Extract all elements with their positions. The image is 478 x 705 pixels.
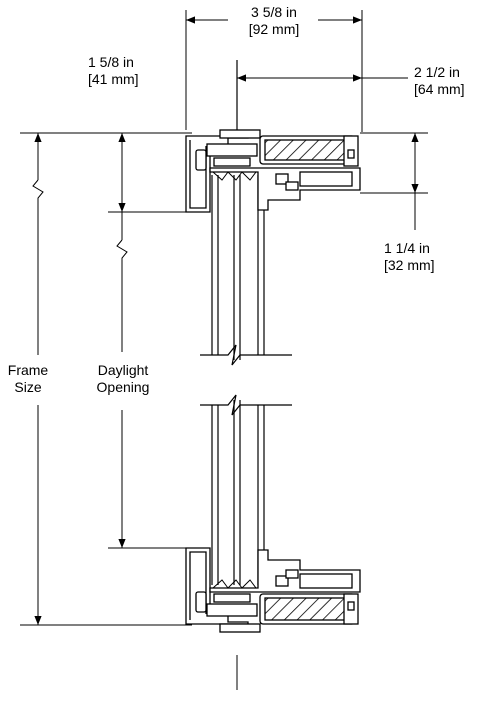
sill-bottom-lip bbox=[219, 623, 261, 633]
daylight-opening-label: Daylight Opening bbox=[86, 362, 160, 396]
break-line-top bbox=[200, 344, 292, 366]
head-frame-lip bbox=[206, 143, 258, 157]
dim-overall-depth-label: 3 5/8 in [92 mm] bbox=[234, 4, 314, 38]
frame-size-line-2: Size bbox=[14, 379, 42, 395]
sill-frame bbox=[185, 547, 361, 633]
dim-sash-height-label: 1 1/4 in [32 mm] bbox=[384, 240, 435, 274]
sill-frame-chamber bbox=[195, 591, 207, 613]
head-frame-stop bbox=[213, 157, 251, 167]
dim-head-height-imperial: 1 5/8 in bbox=[88, 54, 134, 70]
break-line-bottom bbox=[200, 394, 292, 416]
dim-head-height-metric: [41 mm] bbox=[88, 71, 139, 87]
sill-spacer bbox=[212, 579, 257, 589]
sill-frame-stop bbox=[213, 593, 251, 603]
dim-sash-height-metric: [32 mm] bbox=[384, 257, 435, 273]
head-frame-chamber bbox=[195, 149, 207, 171]
dimension-lines bbox=[32, 16, 419, 625]
dim-head-height-label: 1 5/8 in [41 mm] bbox=[88, 54, 139, 88]
sill-sash-chamber bbox=[299, 573, 353, 589]
frame-size-line-1: Frame bbox=[7, 362, 49, 378]
head-frame bbox=[185, 129, 361, 213]
dim-frame-depth-metric: [64 mm] bbox=[414, 81, 465, 97]
sill-frame-lip bbox=[206, 603, 258, 617]
head-wood-hatch bbox=[264, 139, 346, 161]
dim-frame-size-break bbox=[32, 179, 44, 355]
head-top-lip bbox=[219, 129, 261, 139]
head-spacer bbox=[212, 171, 257, 181]
sill-wood-hatch bbox=[264, 597, 346, 621]
dim-frame-depth-label: 2 1/2 in [64 mm] bbox=[414, 64, 465, 98]
dim-overall-depth-imperial: 3 5/8 in bbox=[251, 4, 297, 20]
daylight-opening-line-2: Opening bbox=[96, 379, 150, 395]
dim-daylight-break bbox=[116, 239, 128, 352]
head-sash-chamber bbox=[299, 171, 353, 187]
dim-frame-depth-imperial: 2 1/2 in bbox=[414, 64, 460, 80]
dim-overall-depth-metric: [92 mm] bbox=[248, 21, 300, 37]
daylight-opening-line-1: Daylight bbox=[97, 362, 149, 378]
frame-size-label: Frame Size bbox=[2, 362, 54, 396]
dim-sash-height-imperial: 1 1/4 in bbox=[384, 240, 430, 256]
